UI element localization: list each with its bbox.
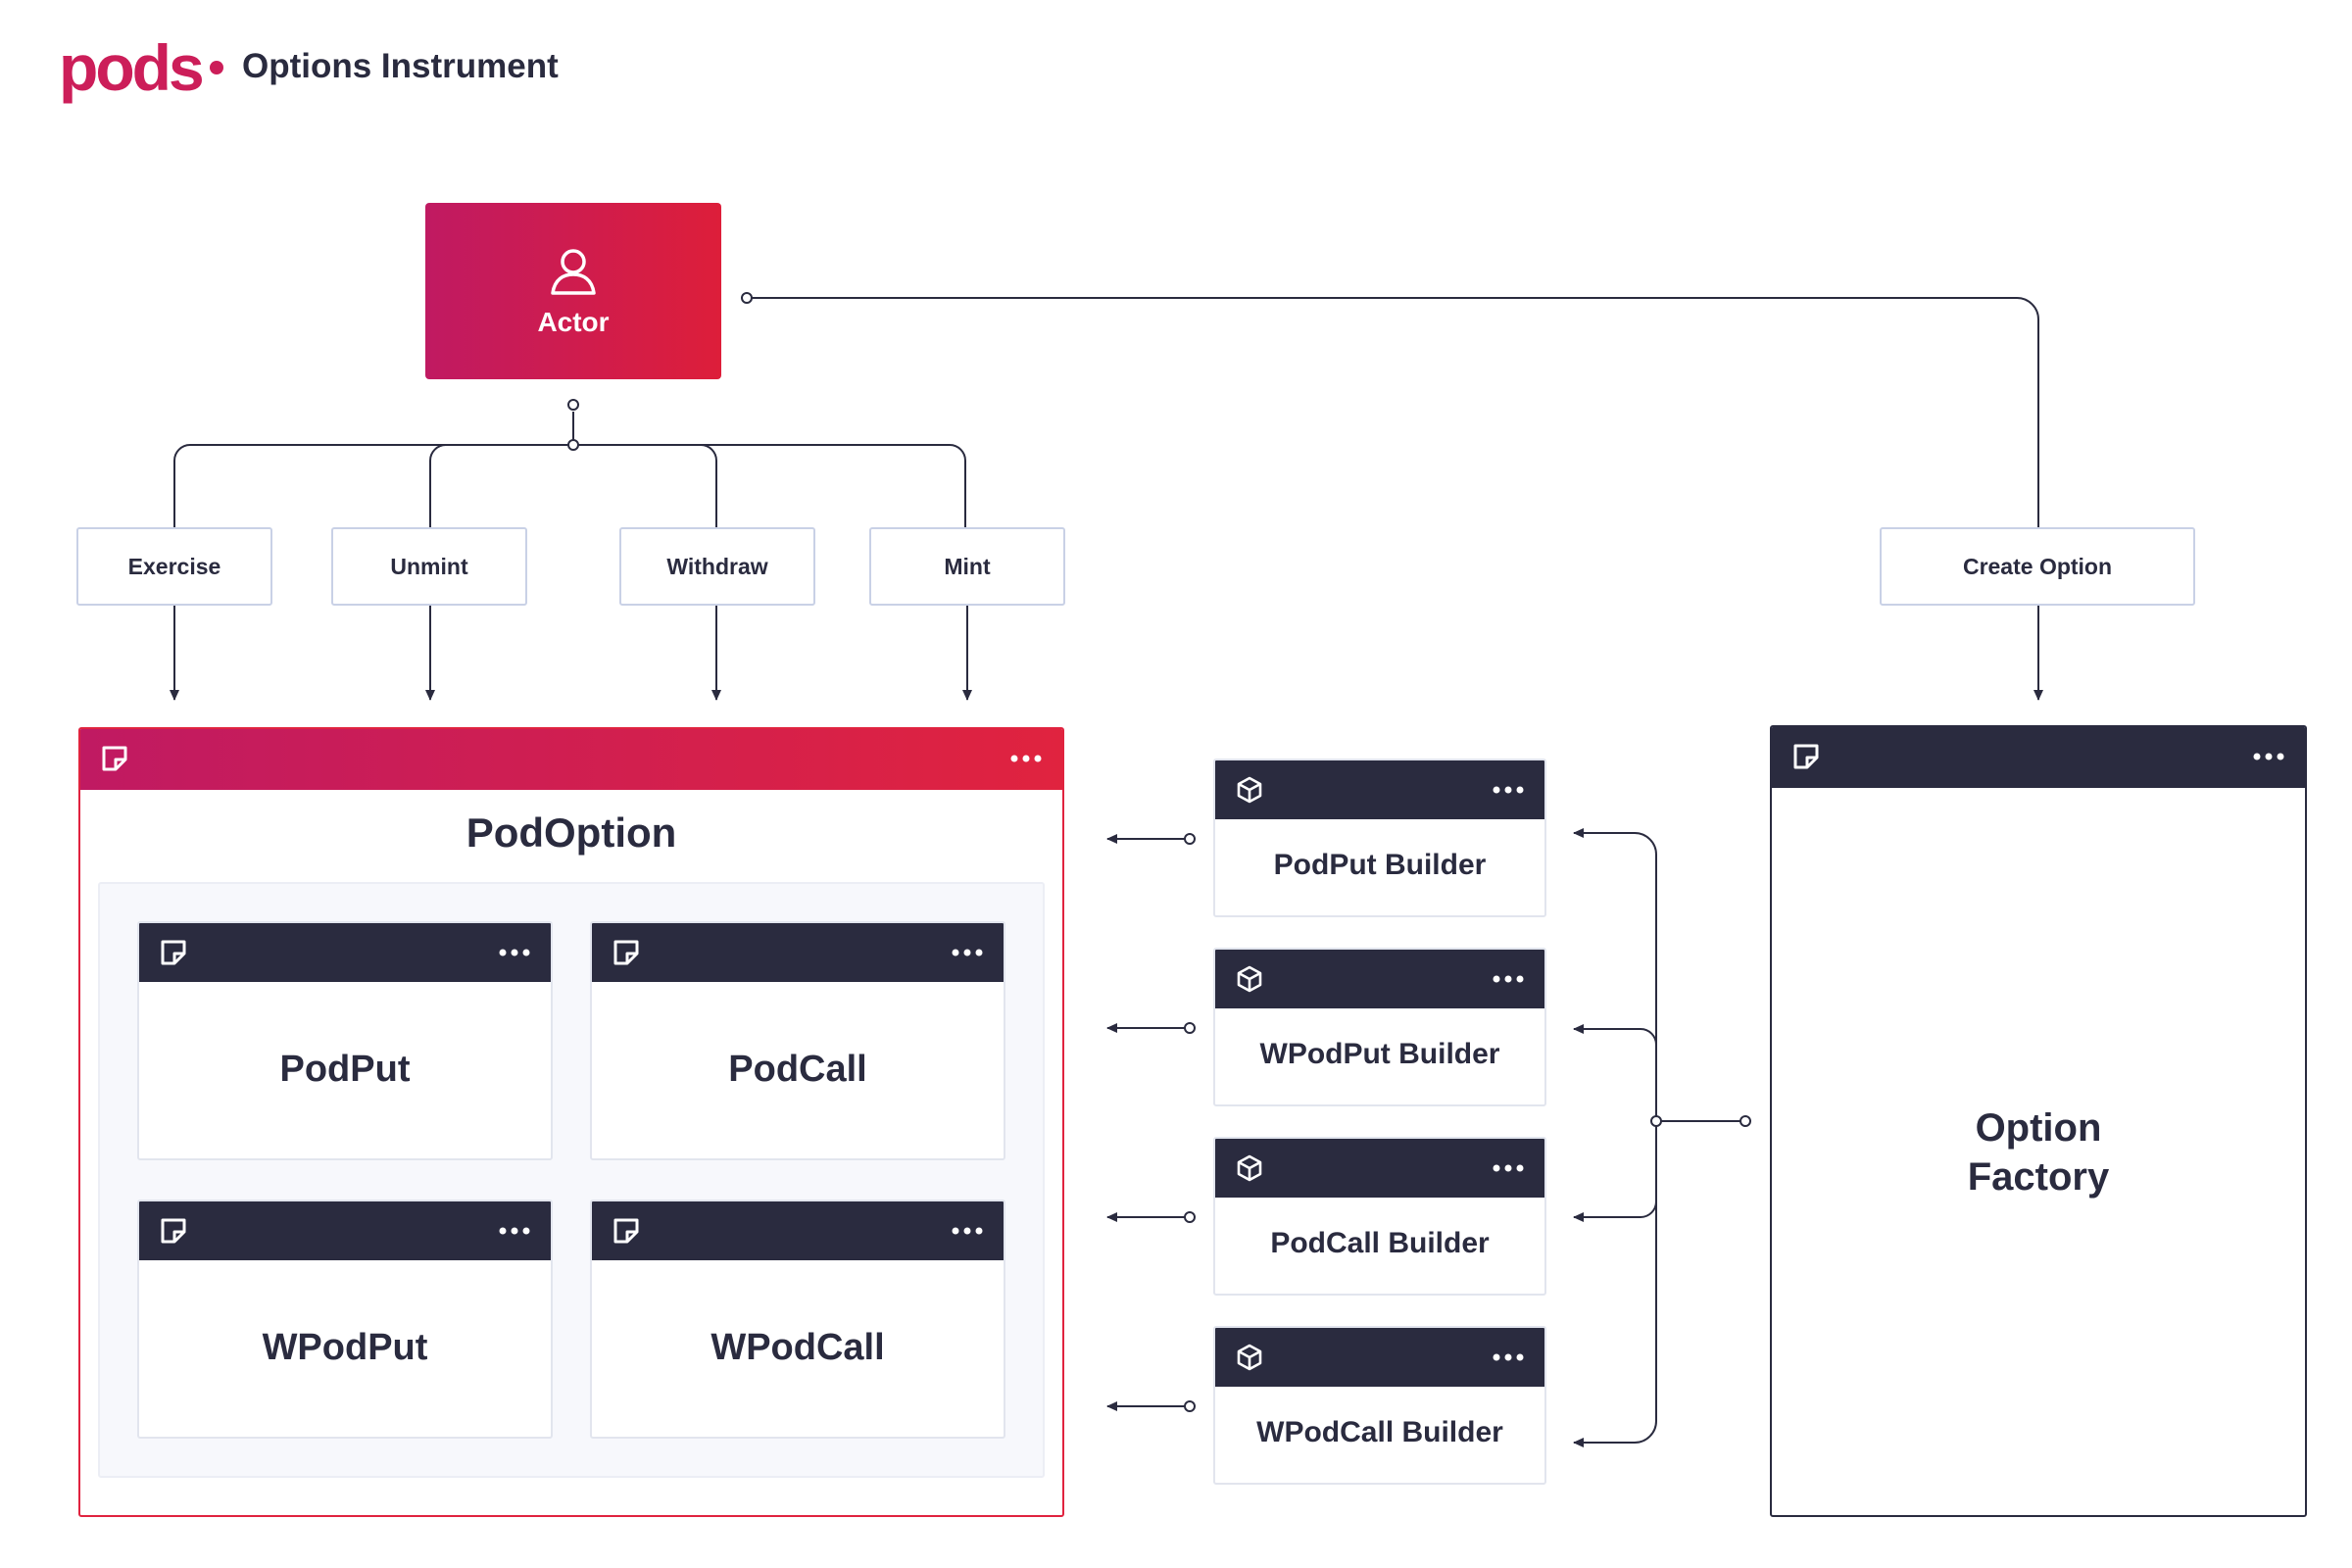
- card-title: WPodCall: [710, 1327, 885, 1368]
- option-factory-title-line1: Option: [1975, 1106, 2102, 1150]
- pod-option-header: [80, 729, 1062, 790]
- title-separator-dot: [210, 61, 223, 74]
- note-icon: [613, 940, 639, 965]
- card-podput[interactable]: PodPut: [137, 921, 553, 1160]
- card-wpodcall[interactable]: WPodCall: [590, 1200, 1005, 1439]
- more-dots-icon[interactable]: [1492, 972, 1525, 986]
- builder-podput[interactable]: PodPut Builder: [1213, 759, 1546, 917]
- card-podcall[interactable]: PodCall: [590, 921, 1005, 1160]
- option-factory-card[interactable]: Option Factory: [1770, 725, 2307, 1517]
- action-mint[interactable]: Mint: [869, 527, 1065, 606]
- pods-logo: pods: [59, 31, 205, 104]
- cube-icon: [1237, 1344, 1262, 1371]
- note-icon: [1793, 744, 1819, 769]
- builder-wpodcall[interactable]: WPodCall Builder: [1213, 1326, 1546, 1485]
- action-unmint[interactable]: Unmint: [331, 527, 527, 606]
- note-icon: [161, 940, 186, 965]
- builder-wpodput[interactable]: WPodPut Builder: [1213, 948, 1546, 1106]
- action-exercise[interactable]: Exercise: [76, 527, 272, 606]
- card-header: [1772, 727, 2305, 788]
- actor-node[interactable]: Actor: [425, 203, 721, 379]
- card-header: [139, 923, 551, 982]
- builder-podcall[interactable]: PodCall Builder: [1213, 1137, 1546, 1296]
- option-factory-title: Option Factory: [1772, 1103, 2305, 1201]
- more-dots-icon[interactable]: [1492, 1350, 1525, 1364]
- more-dots-icon[interactable]: [1492, 1161, 1525, 1175]
- action-create-option[interactable]: Create Option: [1880, 527, 2195, 606]
- card-title: PodPut: [279, 1049, 411, 1090]
- more-dots-icon[interactable]: [951, 1224, 984, 1238]
- card-title: WPodPut Builder: [1259, 1038, 1500, 1070]
- more-dots-icon[interactable]: [951, 946, 984, 959]
- card-header: [1215, 1328, 1544, 1387]
- card-title: WPodCall Builder: [1256, 1416, 1503, 1448]
- card-header: [592, 923, 1004, 982]
- more-dots-icon[interactable]: [1009, 752, 1043, 765]
- card-title: PodCall Builder: [1270, 1227, 1490, 1259]
- note-icon: [161, 1218, 186, 1244]
- note-icon: [613, 1218, 639, 1244]
- page-title: Options Instrument: [242, 47, 559, 85]
- option-factory-title-line2: Factory: [1967, 1155, 2110, 1199]
- card-header: [592, 1201, 1004, 1260]
- pod-option-title: PodOption: [466, 809, 677, 856]
- more-dots-icon[interactable]: [498, 1224, 531, 1238]
- note-icon: [102, 746, 127, 771]
- cube-icon: [1237, 965, 1262, 993]
- cube-icon: [1237, 776, 1262, 804]
- card-header: [1215, 950, 1544, 1008]
- card-title: PodCall: [728, 1049, 867, 1090]
- card-header: [139, 1201, 551, 1260]
- card-header: [1215, 1139, 1544, 1198]
- card-title: PodPut Builder: [1273, 849, 1487, 881]
- actor-label: Actor: [537, 307, 610, 337]
- card-title: WPodPut: [262, 1327, 428, 1368]
- more-dots-icon[interactable]: [1492, 783, 1525, 797]
- card-header: [1215, 760, 1544, 819]
- more-dots-icon[interactable]: [2252, 750, 2285, 763]
- cube-icon: [1237, 1154, 1262, 1182]
- more-dots-icon[interactable]: [498, 946, 531, 959]
- action-withdraw[interactable]: Withdraw: [619, 527, 815, 606]
- card-wpodput[interactable]: WPodPut: [137, 1200, 553, 1439]
- user-icon: [551, 249, 596, 295]
